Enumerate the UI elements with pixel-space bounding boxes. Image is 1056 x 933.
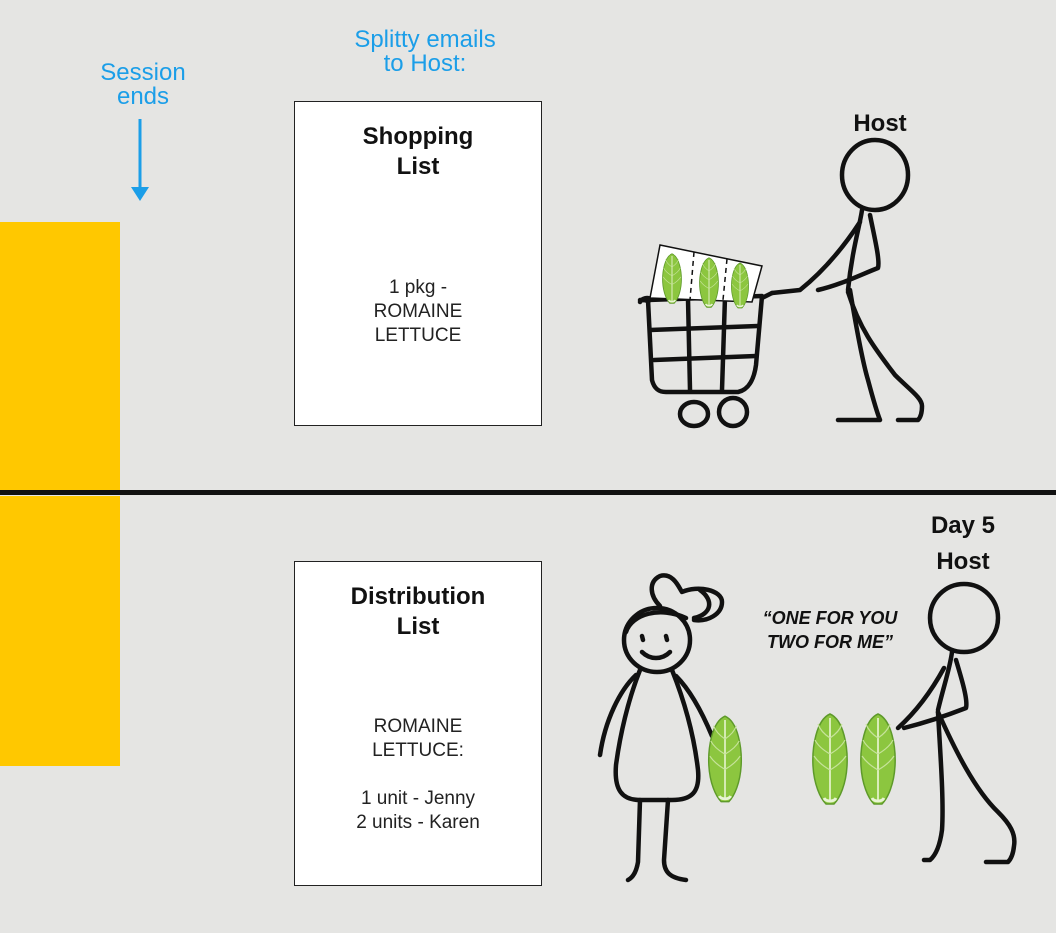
distribution-list-body-line-2: LETTUCE: [372, 740, 464, 761]
romaine-lettuce-icon [698, 256, 720, 309]
romaine-lettuce-icon [661, 252, 683, 305]
down-arrow-icon [131, 119, 149, 201]
stick-figure-icon [895, 581, 1017, 865]
lettuce-package [649, 244, 763, 309]
distribution-list-body-line-1: ROMAINE [373, 716, 463, 737]
romaine-lettuce-icon [811, 712, 849, 806]
romaine-lettuce-icon [707, 714, 743, 804]
session-ends-label: Session ends [83, 61, 203, 109]
distribution-list-body-line-5: 2 units - Karen [356, 812, 480, 833]
session-ends-line-2: ends [116, 83, 170, 110]
distribution-list-title-line-1: Distribution [350, 583, 486, 610]
distribution-list-body-line-4: 1 unit - Jenny [360, 788, 476, 809]
splitty-emails-line-2: to Host: [383, 50, 467, 77]
shopping-list-title: Shopping List [295, 122, 541, 182]
section-divider [0, 490, 1056, 495]
romaine-lettuce-icon [730, 262, 750, 309]
host-label-top: Host [853, 110, 907, 137]
timeline-bar-top [0, 222, 120, 491]
stick-figure-girl-icon [597, 573, 725, 883]
shopping-list-card: Shopping List 1 pkg - ROMAINE LETTUCE [294, 101, 542, 426]
shopping-cart-icon [637, 290, 775, 429]
stick-figure-icon [769, 137, 925, 423]
host-label-bottom: Host [936, 548, 990, 575]
distribution-list-card: Distribution List ROMAINE LETTUCE: 1 uni… [294, 561, 542, 886]
distribution-list-title: Distribution List [295, 582, 541, 642]
shopping-list-body: 1 pkg - ROMAINE LETTUCE [295, 276, 541, 348]
day-label: Day 5 [930, 512, 996, 539]
session-ends-line-1: Session [100, 59, 186, 86]
shopping-list-body-line-3: LETTUCE [374, 325, 462, 346]
timeline-bar-bottom [0, 496, 120, 766]
shopping-list-body-line-2: ROMAINE [373, 301, 463, 322]
shopping-list-title-line-2: List [396, 153, 440, 180]
splitty-emails-line-1: Splitty emails [354, 26, 496, 53]
quote-text: “ONE FOR YOU TWO FOR ME” [735, 606, 925, 654]
splitty-emails-label: Splitty emails to Host: [325, 28, 525, 76]
romaine-lettuce-icon [859, 712, 897, 806]
shopping-list-body-line-1: 1 pkg - [388, 277, 448, 298]
distribution-list-title-line-2: List [396, 613, 440, 640]
distribution-list-body: ROMAINE LETTUCE: 1 unit - Jenny 2 units … [295, 715, 541, 835]
quote-line-1: “ONE FOR YOU [762, 608, 898, 628]
shopping-list-title-line-1: Shopping [362, 123, 474, 150]
quote-line-2: TWO FOR ME” [767, 632, 893, 652]
